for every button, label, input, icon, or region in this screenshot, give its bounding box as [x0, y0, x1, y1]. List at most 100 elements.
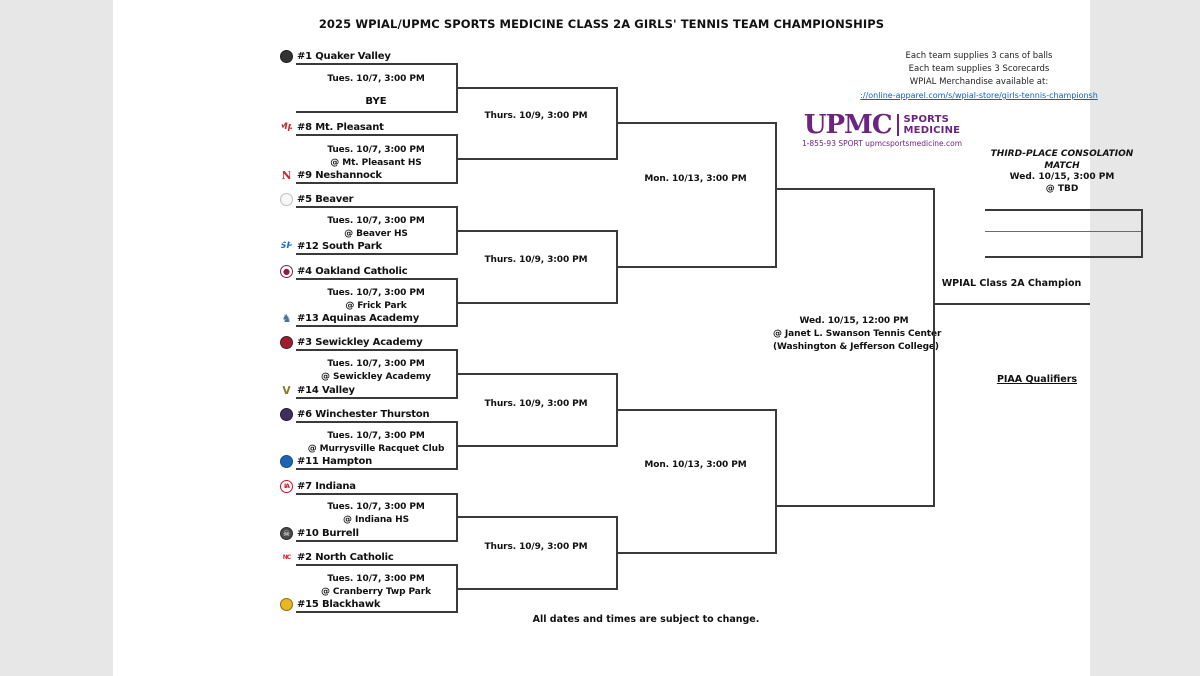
team-slot-neshannock: N #9 Neshannock	[280, 166, 382, 182]
sponsor-tag-medicine: MEDICINE	[903, 125, 961, 136]
consolation-title: THIRD-PLACE CONSOLATION MATCH	[990, 149, 1134, 171]
consolation-venue: @ TBD	[1045, 183, 1079, 194]
consolation-line	[985, 231, 1143, 232]
mt-pleasant-logo-icon: Mp	[280, 121, 293, 134]
bracket-line	[456, 158, 616, 160]
piaa-qualifiers-label: PIAA Qualifiers	[996, 374, 1078, 385]
team-slot-mt-pleasant: Mp #8 Mt. Pleasant	[280, 118, 384, 134]
team-slot-oakland-catholic: ● #4 Oakland Catholic	[280, 262, 408, 278]
team-label: #12 South Park	[297, 241, 382, 252]
semifinal2-label: Mon. 10/13, 3:00 PM	[644, 460, 747, 470]
bracket-line	[456, 87, 616, 89]
upmc-logo-divider	[896, 114, 899, 136]
south-park-logo-icon: SP	[280, 241, 293, 251]
tournament-notes: Each team supplies 3 cans of balls Each …	[858, 50, 1100, 103]
bracket-connector	[933, 188, 935, 507]
team-slot-indiana: IA #7 Indiana	[280, 477, 356, 493]
consolation-connector	[1141, 209, 1143, 258]
bracket-line	[296, 278, 456, 280]
team-label: #6 Winchester Thurston	[297, 409, 430, 420]
champion-label: WPIAL Class 2A Champion	[941, 278, 1082, 289]
bracket-line	[296, 325, 456, 327]
team-slot-hampton: #11 Hampton	[280, 452, 372, 468]
bracket-line	[296, 611, 456, 613]
bracket-line	[775, 505, 933, 507]
team-label: #13 Aquinas Academy	[297, 313, 420, 324]
bracket-line	[616, 122, 775, 124]
merchandise-link[interactable]: ://online-apparel.com/s/wpial-store/girl…	[860, 91, 1098, 100]
neshannock-logo-icon: N	[281, 169, 292, 182]
bracket-line	[296, 349, 456, 351]
upmc-wordmark: UPMC	[803, 110, 893, 140]
team-label: #7 Indiana	[297, 481, 356, 492]
team-label: #10 Burrell	[297, 528, 359, 539]
footer-disclaimer: All dates and times are subject to chang…	[532, 614, 760, 625]
bracket-line	[296, 253, 456, 255]
bracket-line	[456, 588, 616, 590]
bracket-line	[296, 540, 456, 542]
team-label: #4 Oakland Catholic	[297, 266, 408, 277]
sewickley-academy-logo-icon	[280, 336, 293, 349]
bracket-line	[296, 468, 456, 470]
bracket-line	[456, 445, 616, 447]
bracket-line	[296, 63, 456, 65]
team-slot-quaker-valley: #1 Quaker Valley	[280, 47, 391, 63]
consolation-heading: THIRD-PLACE CONSOLATION MATCH Wed. 10/15…	[981, 149, 1143, 195]
team-slot-north-catholic: NC #2 North Catholic	[280, 548, 394, 564]
team-label: #14 Valley	[297, 385, 355, 396]
note-scorecards: Each team supplies 3 Scorecards	[908, 64, 1050, 74]
round1-match1-label: Tues. 10/7, 3:00 PM	[327, 74, 425, 84]
bracket-line	[296, 421, 456, 423]
team-label: #5 Beaver	[297, 194, 354, 205]
team-label: #15 Blackhawk	[297, 599, 381, 610]
sponsor-tag-sports: SPORTS	[903, 114, 950, 125]
round1-match2-label: Tues. 10/7, 3:00 PM @ Mt. Pleasant HS	[327, 145, 425, 168]
round1-match5-label: Tues. 10/7, 3:00 PM @ Sewickley Academy	[321, 359, 431, 382]
round2-match3-label: Thurs. 10/9, 3:00 PM	[484, 399, 588, 409]
bracket-line	[616, 266, 775, 268]
round1-match4-label: Tues. 10/7, 3:00 PM @ Frick Park	[327, 288, 425, 311]
team-slot-burrell: ☠ #10 Burrell	[280, 524, 359, 540]
hampton-logo-icon	[280, 455, 293, 468]
team-slot-sewickley-academy: #3 Sewickley Academy	[280, 333, 423, 349]
consolation-datetime: Wed. 10/15, 3:00 PM	[1009, 172, 1115, 182]
sponsor-contact: 1-855-93 SPORT upmcsportsmedicine.com	[801, 139, 963, 148]
team-label: #8 Mt. Pleasant	[297, 122, 384, 133]
team-label: #2 North Catholic	[297, 552, 394, 563]
team-slot-south-park: SP #12 South Park	[280, 237, 382, 253]
team-slot-winchester-thurston: #6 Winchester Thurston	[280, 405, 430, 421]
bracket-line	[456, 373, 616, 375]
team-label: #3 Sewickley Academy	[297, 337, 423, 348]
bracket-line	[456, 302, 616, 304]
team-label: #1 Quaker Valley	[297, 51, 391, 62]
bracket-line	[456, 516, 616, 518]
final-match-label: Wed. 10/15, 12:00 PM @ Janet L. Swanson …	[773, 316, 942, 352]
team-slot-beaver: #5 Beaver	[280, 190, 354, 206]
bracket-connector	[775, 409, 777, 554]
bracket-line	[296, 493, 456, 495]
round1-match8-label: Tues. 10/7, 3:00 PM @ Cranberry Twp Park	[321, 574, 431, 597]
team-label: #11 Hampton	[297, 456, 373, 467]
note-merchandise: WPIAL Merchandise available at:	[909, 77, 1049, 87]
consolation-line	[985, 209, 1143, 211]
bracket-line	[775, 188, 933, 190]
upmc-sports-medicine-logo: UPMC SPORTS MEDICINE 1-855-93 SPORT upmc…	[801, 112, 963, 148]
bracket-line	[296, 134, 456, 136]
bracket-line	[616, 552, 775, 554]
beaver-logo-icon	[280, 193, 293, 206]
consolation-line	[985, 256, 1143, 258]
indiana-logo-icon: IA	[280, 480, 293, 493]
team-slot-blackhawk: #15 Blackhawk	[280, 595, 381, 611]
valley-logo-icon: V	[282, 384, 291, 397]
team-label: #9 Neshannock	[297, 170, 382, 181]
champion-line	[933, 303, 1090, 305]
oakland-catholic-logo-icon: ●	[280, 265, 293, 278]
north-catholic-logo-icon: NC	[282, 553, 291, 561]
bracket-line	[456, 230, 616, 232]
team-slot-aquinas-academy: ♞ #13 Aquinas Academy	[280, 309, 420, 325]
note-balls: Each team supplies 3 cans of balls	[905, 51, 1053, 61]
semifinal1-label: Mon. 10/13, 3:00 PM	[644, 174, 747, 184]
winchester-thurston-logo-icon	[280, 408, 293, 421]
round2-match4-label: Thurs. 10/9, 3:00 PM	[484, 542, 588, 552]
